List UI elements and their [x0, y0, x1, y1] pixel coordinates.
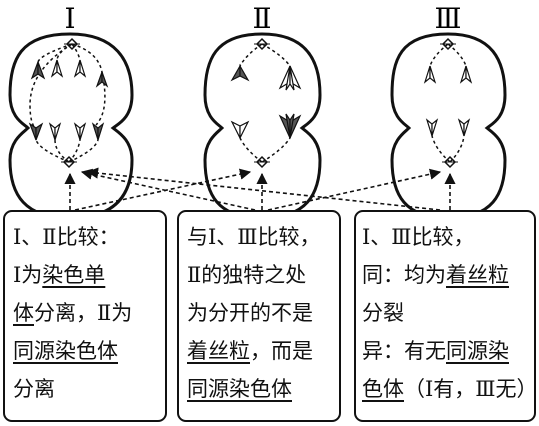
box-line: 异：有无同源染 — [362, 332, 528, 370]
spindle-fibers — [239, 43, 291, 163]
text-segment: 异：有无 — [362, 339, 446, 363]
chromosomes — [423, 65, 473, 137]
box-line: 同源染色体 — [13, 332, 157, 370]
box-line: Ⅰ、Ⅱ比较： — [13, 218, 157, 256]
spindle-fibers — [429, 43, 467, 163]
box-line: 分裂 — [362, 294, 528, 332]
box-line: Ⅰ、Ⅲ比较， — [362, 218, 528, 256]
box-lines: Ⅰ、Ⅱ比较：Ⅰ为染色单体分离，Ⅱ为同源染色体分离 — [13, 218, 157, 408]
key-term: 着丝粒 — [446, 263, 509, 287]
key-term: 同源染色体 — [13, 339, 118, 363]
cell-1 — [8, 32, 134, 220]
comparison-box-3: Ⅰ、Ⅲ比较，同：均为着丝粒分裂异：有无同源染色体（Ⅰ有，Ⅲ无） — [354, 210, 538, 422]
text-segment: Ⅱ的独特之处 — [187, 263, 307, 287]
box-line: 体分离，Ⅱ为 — [13, 294, 157, 332]
box-line: 同源染色体 — [187, 370, 331, 408]
chromosomes — [230, 63, 302, 139]
text-segment: Ⅰ为 — [13, 263, 43, 287]
comparison-box-2: 与Ⅰ、Ⅲ比较，Ⅱ的独特之处为分开的不是着丝粒，而是同源染色体 — [177, 210, 341, 422]
cell-label-1: Ⅰ — [64, 2, 75, 35]
cell-label-3: Ⅲ — [434, 2, 461, 35]
text-segment: 同：均为 — [362, 263, 446, 287]
spindle-fibers — [29, 43, 106, 163]
cell-membrane — [8, 32, 134, 220]
cell-3 — [390, 32, 507, 220]
box-lines: Ⅰ、Ⅲ比较，同：均为着丝粒分裂异：有无同源染色体（Ⅰ有，Ⅲ无） — [362, 218, 538, 408]
box-lines: 与Ⅰ、Ⅲ比较，Ⅱ的独特之处为分开的不是着丝粒，而是同源染色体 — [187, 218, 331, 408]
box-line: 同：均为着丝粒 — [362, 256, 528, 294]
box-line: 着丝粒，而是 — [187, 332, 331, 370]
box-line: 与Ⅰ、Ⅲ比较， — [187, 218, 331, 256]
text-segment: Ⅰ、Ⅱ比较： — [13, 225, 120, 249]
text-segment: 分离，Ⅱ为 — [34, 301, 133, 325]
comparison-box-1: Ⅰ、Ⅱ比较：Ⅰ为染色单体分离，Ⅱ为同源染色体分离 — [3, 210, 167, 422]
cell-membrane — [390, 32, 507, 220]
text-segment: （Ⅰ有，Ⅲ无） — [404, 377, 538, 401]
chromosomes — [28, 59, 109, 141]
text-segment: 与Ⅰ、Ⅲ比较， — [187, 225, 321, 249]
connector-arrows — [64, 167, 456, 211]
key-term: 染色单 — [42, 263, 106, 287]
text-segment: 为分开的不是 — [187, 301, 313, 325]
key-term: 体 — [13, 301, 34, 325]
text-segment: 分裂 — [362, 301, 404, 325]
key-term: 着丝粒 — [187, 339, 250, 363]
key-term: 同源染 — [446, 339, 509, 363]
cell-label-2: Ⅱ — [252, 2, 271, 35]
key-term: 同源染色体 — [187, 377, 292, 401]
text-segment: 分离 — [13, 377, 55, 401]
text-segment: Ⅰ、Ⅲ比较， — [362, 225, 475, 249]
key-term: 色体 — [362, 377, 404, 401]
box-line: 分离 — [13, 370, 157, 408]
box-line: Ⅰ为染色单 — [13, 256, 157, 294]
text-segment: ，而是 — [250, 339, 313, 363]
box-line: Ⅱ的独特之处 — [187, 256, 331, 294]
box-line: 色体（Ⅰ有，Ⅲ无） — [362, 370, 538, 408]
box-line: 为分开的不是 — [187, 294, 331, 332]
